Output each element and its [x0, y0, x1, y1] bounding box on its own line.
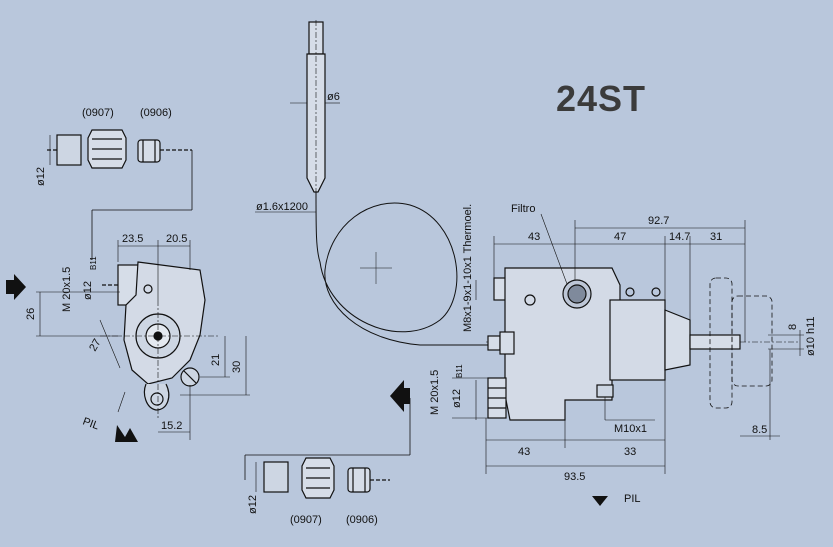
dim-33: 33: [624, 446, 636, 458]
dim-15-2: 15.2: [161, 420, 182, 432]
label-pil-left: PIL: [81, 416, 101, 433]
dim-d12-bottom: ø12: [247, 495, 259, 514]
label-nut-top: (0907): [82, 107, 114, 119]
dim-43-top: 43: [528, 231, 540, 243]
dim-thread-front: M 20x1.5: [429, 370, 441, 415]
dim-m10: M10x1: [614, 423, 647, 435]
dim-d12-top: ø12: [35, 167, 47, 186]
label-sleeve-bottom: (0906): [346, 514, 378, 526]
capillary-tube: [315, 191, 498, 346]
pipe-stub-top: [56, 134, 82, 166]
dim-d12-inlet: ø12: [82, 281, 94, 300]
model-title: 24ST: [556, 78, 647, 119]
label-nut-bottom: (0907): [290, 514, 322, 526]
dim-31: 31: [710, 231, 722, 243]
dim-93-5: 93.5: [564, 471, 585, 483]
dim-23-5: 23.5: [122, 233, 143, 245]
front-view-valve: [244, 213, 804, 480]
label-filtro: Filtro: [511, 203, 535, 215]
dim-43-bottom: 43: [518, 446, 530, 458]
dim-27: 27: [87, 337, 104, 354]
dim-b11-front: B11: [455, 364, 464, 378]
dim-thermoel: M8x1-9x1-10x1 Thermoel.: [462, 204, 474, 332]
pilot-arrow-left: [115, 425, 138, 442]
fitting-bottom-group: [255, 457, 390, 499]
gas-inlet-arrow-right: [390, 380, 410, 412]
dim-14-7: 14.7: [669, 231, 690, 243]
dim-d12-front: ø12: [451, 389, 463, 408]
dim-21: 21: [210, 354, 222, 366]
dim-b11-side: B11: [89, 256, 98, 270]
dim-capillary: ø1.6x1200: [256, 201, 308, 213]
sleeve-top: [137, 139, 161, 163]
dim-d10: ø10 h11: [805, 316, 817, 356]
dim-92-7: 92.7: [648, 215, 669, 227]
dim-26: 26: [25, 308, 37, 320]
dim-8-5: 8.5: [752, 424, 767, 436]
side-view-valve: [36, 240, 250, 440]
label-pil-bottom: PIL: [624, 493, 641, 505]
dim-30: 30: [231, 361, 243, 373]
gas-inlet-arrow-left: [6, 274, 26, 300]
dim-d6: ø6: [327, 91, 340, 103]
fitting-top-group: [45, 129, 193, 260]
pilot-arrow-bottom: [592, 496, 608, 506]
dim-47: 47: [614, 231, 626, 243]
dim-thread-side: M 20x1.5: [61, 267, 73, 312]
label-sleeve-top: (0906): [140, 107, 172, 119]
thermostat-bulb: [255, 20, 340, 213]
dim-8: 8: [787, 324, 799, 330]
dim-20-5: 20.5: [166, 233, 187, 245]
